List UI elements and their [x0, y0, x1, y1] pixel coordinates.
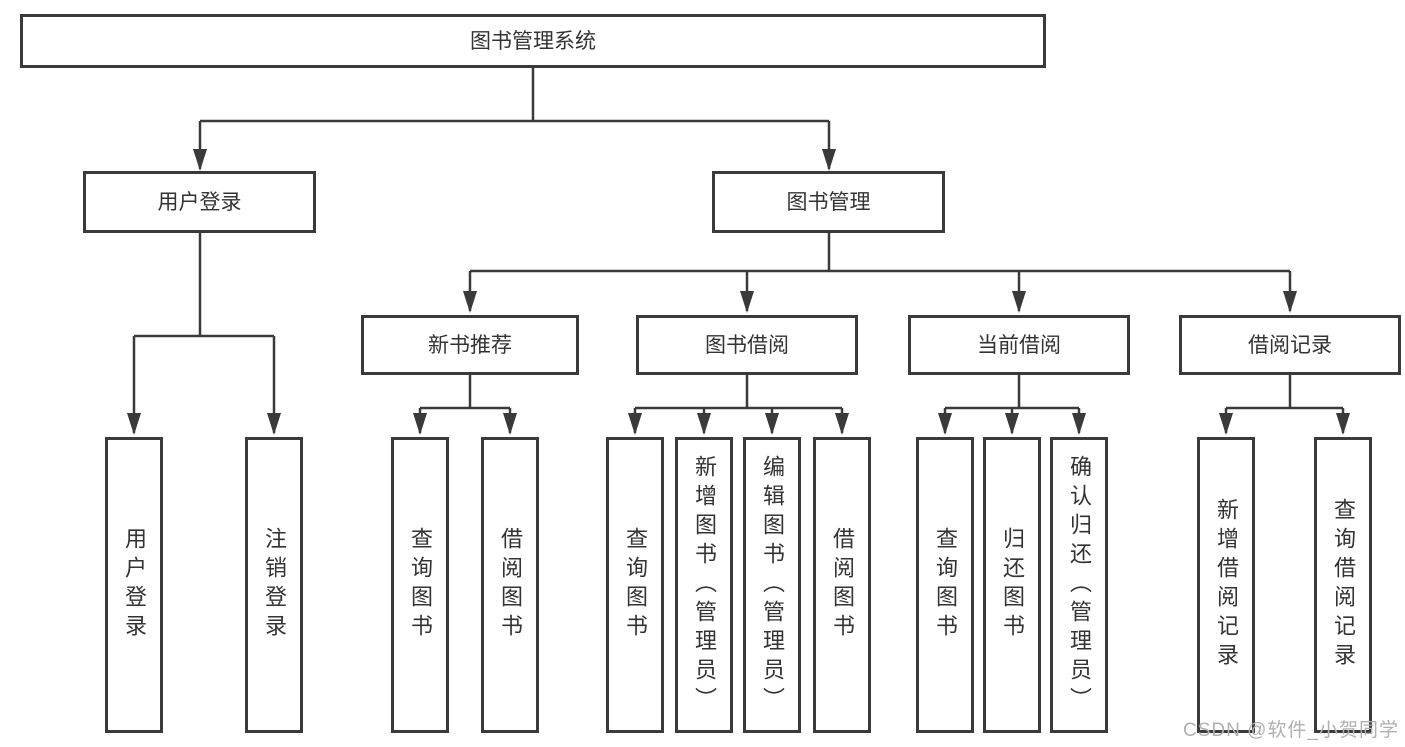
- node-user-login: 用户登录: [83, 171, 316, 233]
- leaf-borrow-books-2-label: 借阅图书: [830, 527, 855, 643]
- node-book-borrow: 图书借阅: [636, 315, 858, 375]
- node-new-book-recommend-label: 新书推荐: [428, 333, 512, 357]
- leaf-borrow-books-1: 借阅图书: [481, 437, 539, 733]
- node-borrow-record: 借阅记录: [1179, 315, 1401, 375]
- node-new-book-recommend: 新书推荐: [361, 315, 579, 375]
- leaf-add-borrow-record: 新增借阅记录: [1197, 437, 1255, 733]
- leaf-edit-books-admin: 编辑图书（管理员）: [743, 437, 801, 733]
- leaf-query-books-2-label: 查询图书: [623, 527, 648, 643]
- node-current-borrow-label: 当前借阅: [977, 333, 1061, 357]
- connector-borrow-record-children: [1219, 375, 1350, 435]
- leaf-logout-label: 注销登录: [262, 527, 287, 643]
- leaf-borrow-books-1-label: 借阅图书: [498, 527, 523, 643]
- csdn-watermark: CSDN @软件_小贺同学: [1183, 720, 1399, 741]
- leaf-query-books-1-label: 查询图书: [408, 527, 433, 643]
- leaf-query-books-2: 查询图书: [606, 437, 664, 733]
- leaf-add-books-admin-label: 新增图书（管理员）: [692, 454, 717, 716]
- node-book-management: 图书管理: [712, 171, 945, 233]
- connector-book-borrow-children: [628, 375, 849, 435]
- leaf-query-borrow-record: 查询借阅记录: [1314, 437, 1372, 733]
- node-library-system: 图书管理系统: [20, 14, 1046, 68]
- leaf-user-login-label: 用户登录: [122, 527, 147, 643]
- leaf-return-books-label: 归还图书: [1000, 527, 1025, 643]
- leaf-add-borrow-record-label: 新增借阅记录: [1214, 498, 1239, 672]
- leaf-query-borrow-record-label: 查询借阅记录: [1331, 498, 1356, 672]
- node-book-borrow-label: 图书借阅: [705, 333, 789, 357]
- node-library-system-label: 图书管理系统: [470, 29, 596, 53]
- leaf-query-books-3-label: 查询图书: [933, 527, 958, 643]
- leaf-logout: 注销登录: [245, 437, 303, 733]
- node-book-management-label: 图书管理: [786, 190, 871, 214]
- node-borrow-record-label: 借阅记录: [1248, 333, 1332, 357]
- node-user-login-label: 用户登录: [157, 190, 242, 214]
- leaf-query-books-1: 查询图书: [391, 437, 449, 733]
- leaf-add-books-admin: 新增图书（管理员）: [675, 437, 733, 733]
- connector-user-login-children: [127, 233, 281, 435]
- connector-book-management-children: [463, 233, 1297, 313]
- leaf-user-login: 用户登录: [105, 437, 163, 733]
- leaf-edit-books-admin-label: 编辑图书（管理员）: [760, 454, 785, 716]
- node-current-borrow: 当前借阅: [908, 315, 1130, 375]
- leaf-confirm-return-admin-label: 确认归还（管理员）: [1067, 454, 1092, 716]
- connector-new-book-children: [413, 375, 517, 435]
- connector-root-to-level2: [193, 68, 836, 171]
- leaf-return-books: 归还图书: [983, 437, 1041, 733]
- leaf-borrow-books-2: 借阅图书: [813, 437, 871, 733]
- connector-current-borrow-children: [938, 375, 1086, 435]
- leaf-confirm-return-admin: 确认归还（管理员）: [1050, 437, 1108, 733]
- leaf-query-books-3: 查询图书: [916, 437, 974, 733]
